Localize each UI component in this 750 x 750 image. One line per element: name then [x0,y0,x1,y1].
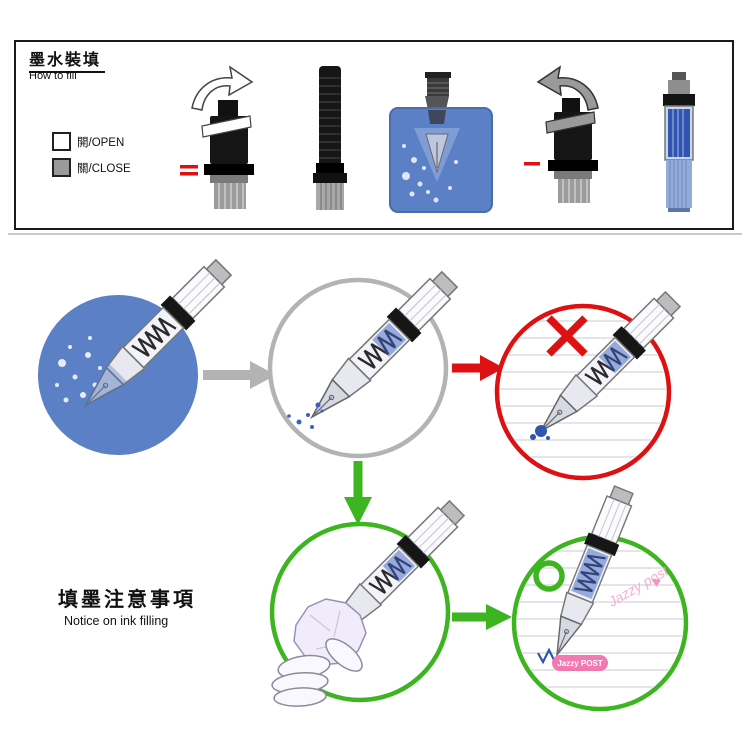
step-4-close-converter [524,65,599,203]
ink-blob [530,425,550,440]
svg-text:Jazzy POST: Jazzy POST [557,659,602,668]
section-divider [8,233,742,235]
legend-open-row: 開/OPEN [52,132,131,151]
pen-blotting [527,285,687,445]
panel-title: 墨水裝填 [29,46,106,73]
twist-ribbon [545,111,596,134]
scene-wrong-blot [494,285,687,481]
open-position-marks [180,165,198,176]
pen-writing [540,482,641,663]
ink-window [668,109,690,157]
panel-subtitle: How to fill [29,70,77,82]
heart-icon: ♥ [652,574,661,591]
ink-bottle [389,107,493,213]
how-to-fill-panel: 墨水裝填 How to fill 開/OPEN 關/CLOSE [14,40,734,230]
scene-ink-drops-on-nib [267,265,464,459]
notice-title: 填墨注意事項 [58,589,196,611]
twist-ribbon [201,115,252,138]
ink-bubbles [55,336,102,403]
filling-steps-illustration [180,65,695,213]
ink-droplets [287,402,324,429]
notice-illustration: ♥ Jazzy post Jazzy POST [38,253,689,712]
open-state-swatch [52,132,71,151]
step-2-piston-extended [313,66,347,210]
scene-wipe-nib [269,494,471,707]
legend: 開/OPEN 關/CLOSE [52,132,131,184]
close-position-mark [524,162,540,166]
pen-being-wiped [311,494,471,654]
legend-close-row: 關/CLOSE [52,158,131,177]
open-state-label: 開/OPEN [77,136,125,149]
notice-subtitle: Notice on ink filling [64,614,169,628]
correct-result-arrow-right [452,604,512,630]
close-state-swatch [52,158,71,177]
wrong-result-arrow-red [452,355,504,381]
ink-writing-stroke [537,647,555,665]
correct-step-arrow-down [344,461,372,525]
close-state-label: 關/CLOSE [77,162,131,175]
next-step-arrow-gray [203,361,276,389]
pen-with-drops [298,265,464,431]
open-twist-arrow-icon [191,65,254,111]
step-5-filled-pen [663,72,695,212]
wrong-mark-icon [546,315,588,357]
pen-dipped [72,253,238,419]
watermark-badge: Jazzy POST [552,655,608,671]
step-1-open-converter [180,65,254,209]
step-3-dip-in-ink [389,72,493,213]
close-twist-arrow-icon [536,65,599,111]
scene-fill-from-bottle [38,253,238,455]
hand [271,638,363,707]
ink-bubbles [402,144,458,203]
scene-correct-writing: ♥ Jazzy post Jazzy POST [511,482,689,712]
correct-mark-icon [533,560,565,592]
